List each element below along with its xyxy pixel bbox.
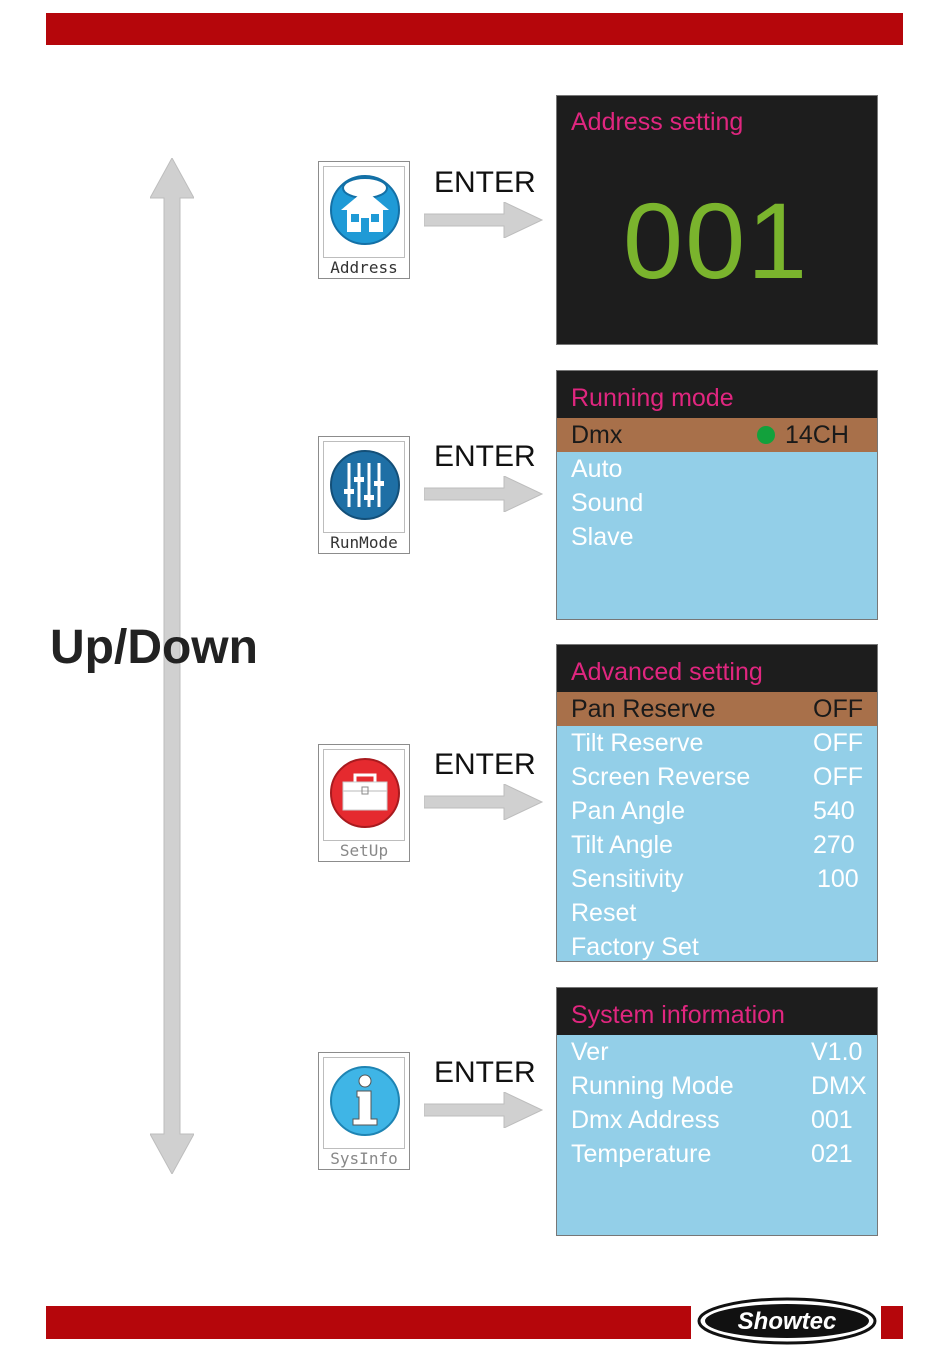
row-label: Dmx Address <box>571 1106 720 1134</box>
row-value: 14CH <box>785 421 849 449</box>
row-label: Screen Reverse <box>571 763 751 791</box>
toolbox-icon <box>330 758 400 828</box>
running-mode-screen: Running mode Dmx 14CH Auto Sound Slave <box>556 370 878 620</box>
info-row-temperature: Temperature 021 <box>557 1137 877 1171</box>
enter-label: ENTER <box>434 440 536 473</box>
row-label: Sound <box>571 489 644 517</box>
screen-title: Advanced setting <box>557 645 877 692</box>
sysinfo-icon-label: SysInfo <box>330 1149 398 1168</box>
row-value: V1.0 <box>811 1038 863 1066</box>
row-value: DMX <box>811 1072 867 1100</box>
setup-icon-label: SetUp <box>339 841 389 860</box>
address-icon-label: Address <box>330 258 398 277</box>
row-label: Tilt Angle <box>571 831 673 859</box>
enter-label: ENTER <box>434 166 536 199</box>
menu-row-sound[interactable]: Sound <box>557 486 877 520</box>
row-label: Pan Reserve <box>571 695 716 723</box>
screen-title: Running mode <box>557 371 877 418</box>
sliders-icon <box>330 450 400 520</box>
row-label: Auto <box>571 455 623 483</box>
address-menu-icon[interactable]: Address <box>318 161 410 279</box>
menu-row-slave[interactable]: Slave <box>557 520 877 554</box>
right-arrow-icon <box>424 476 544 512</box>
row-value: OFF <box>813 695 863 723</box>
runmode-icon-label: RunMode <box>330 533 398 552</box>
row-label: Temperature <box>571 1140 712 1168</box>
logo-text: Showtec <box>738 1308 837 1335</box>
row-value: OFF <box>813 763 863 791</box>
enter-label: ENTER <box>434 1056 536 1089</box>
enter-label: ENTER <box>434 748 536 781</box>
advanced-setting-screen: Advanced setting Pan Reserve OFF Tilt Re… <box>556 644 878 962</box>
row-label: Dmx <box>571 421 623 449</box>
menu-row-screen-reverse[interactable]: Screen Reverse OFF <box>557 760 877 794</box>
menu-row-factory-set[interactable]: Factory Set <box>557 930 877 964</box>
setup-menu-icon[interactable]: SetUp <box>318 744 410 862</box>
screen-title: Address setting <box>557 96 877 137</box>
up-down-arrow-icon <box>150 158 194 1174</box>
row-label: Pan Angle <box>571 797 685 825</box>
header-bar <box>46 13 903 45</box>
row-value: 540 <box>813 797 855 825</box>
sysinfo-menu-icon[interactable]: SysInfo <box>318 1052 410 1170</box>
showtec-logo: Showtec <box>697 1297 877 1345</box>
menu-row-tilt-angle[interactable]: Tilt Angle 270 <box>557 828 877 862</box>
row-label: Tilt Reserve <box>571 729 704 757</box>
house-icon <box>330 175 400 245</box>
footer-bar <box>46 1306 691 1339</box>
row-label: Ver <box>571 1038 609 1066</box>
info-row-ver: Ver V1.0 <box>557 1035 877 1069</box>
menu-row-pan-angle[interactable]: Pan Angle 540 <box>557 794 877 828</box>
row-value: 270 <box>813 831 855 859</box>
menu-row-dmx[interactable]: Dmx 14CH <box>557 418 877 452</box>
menu-row-tilt-reserve[interactable]: Tilt Reserve OFF <box>557 726 877 760</box>
right-arrow-icon <box>424 1092 544 1128</box>
row-label: Slave <box>571 523 634 551</box>
row-value: OFF <box>813 729 863 757</box>
row-value: 021 <box>811 1140 853 1168</box>
right-arrow-icon <box>424 784 544 820</box>
active-dot-icon <box>757 426 775 444</box>
row-label: Running Mode <box>571 1072 734 1100</box>
info-row-dmx-address: Dmx Address 001 <box>557 1103 877 1137</box>
right-arrow-icon <box>424 202 544 238</box>
info-icon <box>330 1066 400 1136</box>
screen-title: System information <box>557 988 877 1035</box>
info-row-running-mode: Running Mode DMX <box>557 1069 877 1103</box>
row-value: 100 <box>817 865 859 893</box>
runmode-menu-icon[interactable]: RunMode <box>318 436 410 554</box>
row-value: 001 <box>811 1106 853 1134</box>
menu-row-pan-reserve[interactable]: Pan Reserve OFF <box>557 692 877 726</box>
up-down-label: Up/Down <box>50 621 258 674</box>
footer-bar-end <box>881 1306 903 1339</box>
address-setting-screen: Address setting 001 <box>556 95 878 345</box>
address-value: 001 <box>623 180 810 301</box>
menu-row-sensitivity[interactable]: Sensitivity 100 <box>557 862 877 896</box>
row-label: Reset <box>571 899 637 927</box>
system-information-screen: System information Ver V1.0 Running Mode… <box>556 987 878 1236</box>
row-label: Factory Set <box>571 933 699 961</box>
row-label: Sensitivity <box>571 865 684 893</box>
menu-row-auto[interactable]: Auto <box>557 452 877 486</box>
menu-row-reset[interactable]: Reset <box>557 896 877 930</box>
